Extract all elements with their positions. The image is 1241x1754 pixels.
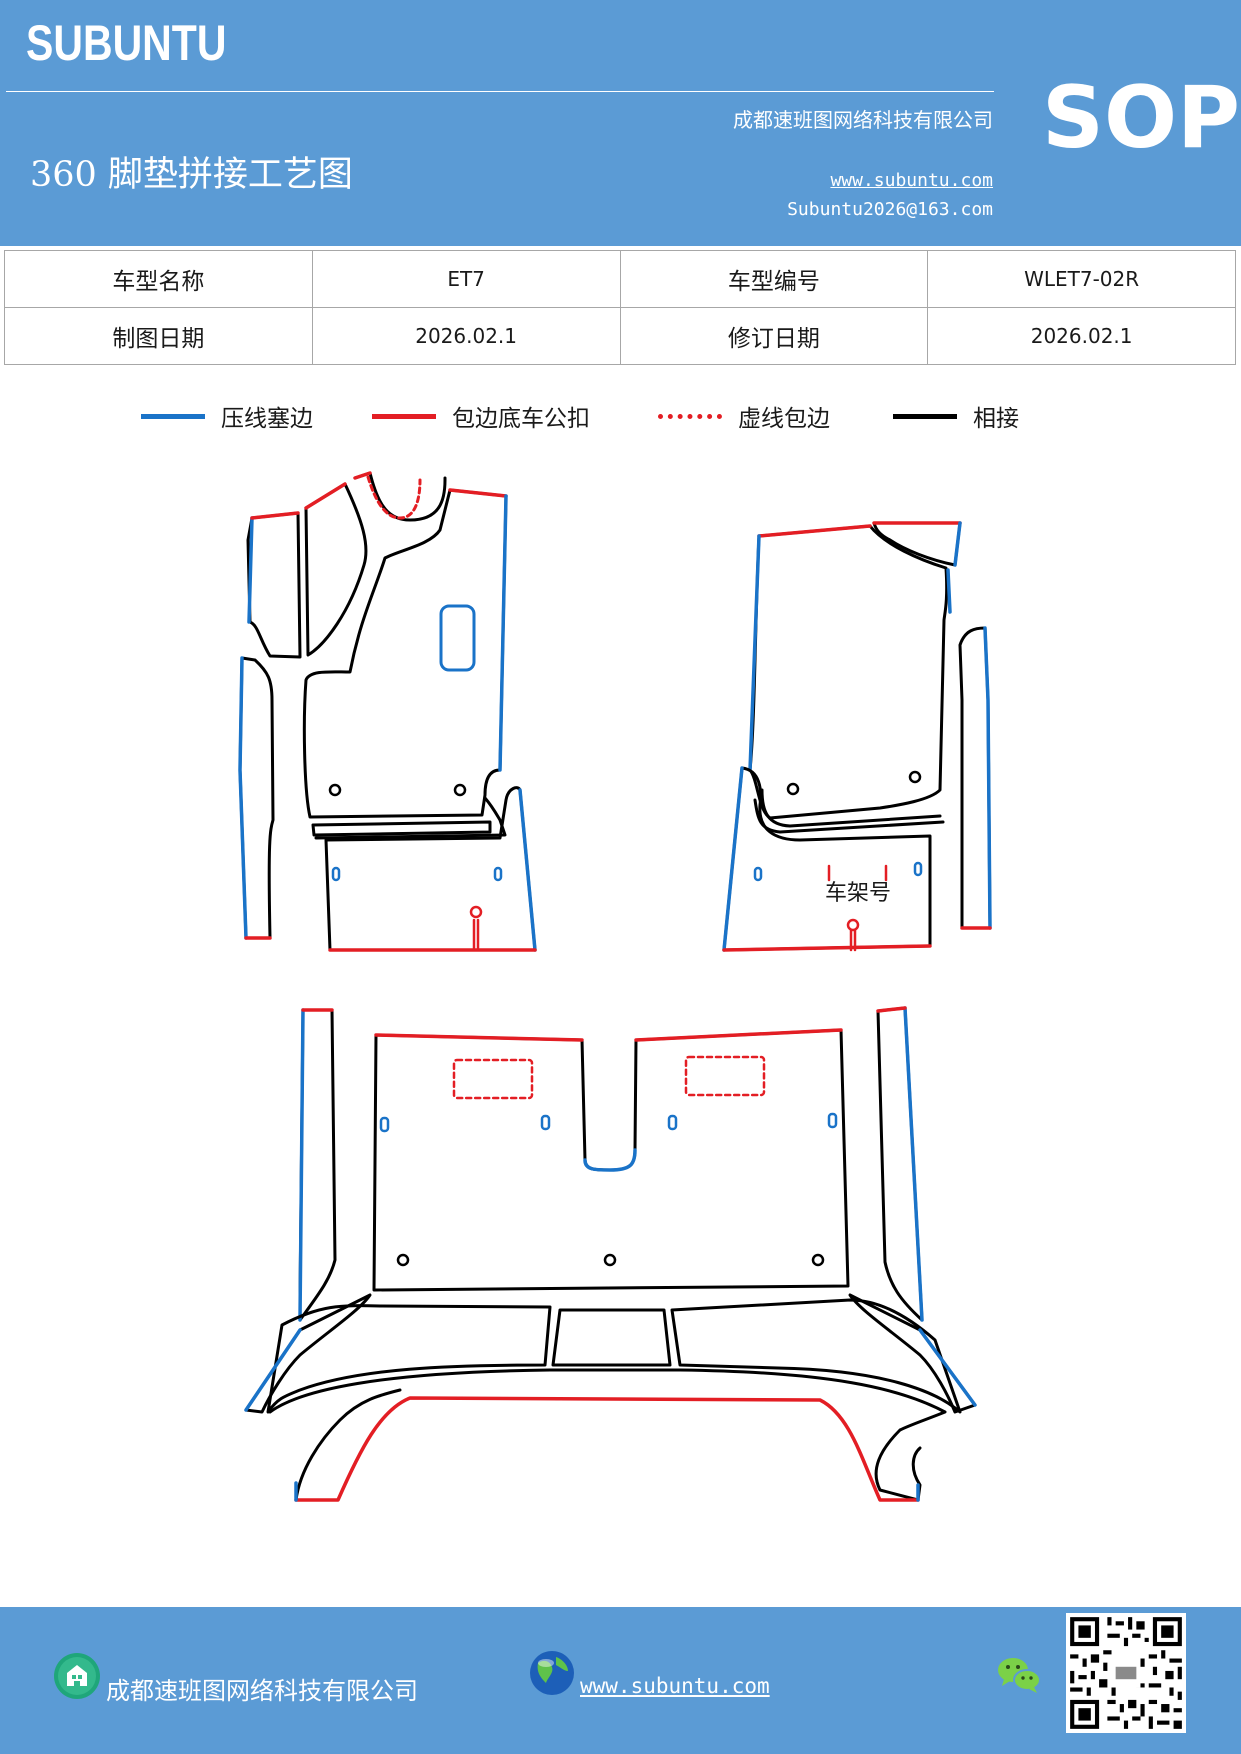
legend-label: 包边底车公扣 bbox=[452, 406, 590, 432]
legend-swatch-red bbox=[372, 413, 436, 419]
footer-banner: 成都速班图网络科技有限公司 www.subuntu.com bbox=[0, 1607, 1241, 1754]
legend-item: 虚线包边 bbox=[658, 396, 830, 436]
building-icon bbox=[54, 1653, 100, 1699]
legend-label: 虚线包边 bbox=[738, 406, 830, 432]
header-company: 成都速班图网络科技有限公司 bbox=[733, 108, 993, 132]
wechat-icon bbox=[998, 1658, 1041, 1693]
table-cell: 车型编号 bbox=[619, 250, 929, 308]
sop-badge: SOP bbox=[1042, 68, 1241, 168]
legend: 压线塞边 包边底车公扣 虚线包边 相接 bbox=[0, 396, 1241, 436]
table-cell: ET7 bbox=[311, 250, 621, 308]
passenger-mat-group bbox=[722, 521, 992, 952]
table-cell: 车型名称 bbox=[4, 250, 313, 308]
table-cell: 2026.02.1 bbox=[927, 307, 1236, 365]
legend-swatch-blue bbox=[141, 413, 205, 419]
table-row: 制图日期 2026.02.1 修订日期 2026.02.1 bbox=[4, 307, 1236, 365]
legend-label: 相接 bbox=[973, 406, 1019, 432]
globe-icon bbox=[530, 1651, 574, 1695]
header-website-link[interactable]: www.subuntu.com bbox=[830, 170, 993, 191]
table-cell: WLET7-02R bbox=[927, 250, 1236, 308]
table-cell: 2026.02.1 bbox=[311, 307, 621, 365]
header-email: Subuntu2026@163.com bbox=[787, 199, 993, 220]
legend-swatch-black bbox=[893, 413, 957, 419]
footer-website-link[interactable]: www.subuntu.com bbox=[580, 1674, 770, 1698]
footer-company: 成都速班图网络科技有限公司 bbox=[106, 1677, 418, 1705]
qr-code bbox=[1066, 1613, 1186, 1733]
rear-mat-group bbox=[244, 1006, 977, 1502]
legend-label: 压线塞边 bbox=[221, 406, 313, 432]
table-row: 车型名称 ET7 车型编号 WLET7-02R bbox=[4, 250, 1236, 308]
table-cell: 制图日期 bbox=[4, 307, 313, 365]
legend-item: 相接 bbox=[893, 396, 1019, 436]
floor-mat-diagram: 车架号 bbox=[238, 471, 992, 1502]
page-title: 360 脚垫拼接工艺图 bbox=[30, 155, 353, 195]
frame-number-label: 车架号 bbox=[825, 880, 891, 905]
vehicle-info-table: 车型名称 ET7 车型编号 WLET7-02R 制图日期 2026.02.1 修… bbox=[4, 250, 1236, 365]
legend-item: 包边底车公扣 bbox=[372, 396, 590, 436]
driver-mat-group bbox=[238, 471, 537, 952]
legend-item: 压线塞边 bbox=[141, 396, 313, 436]
table-cell: 修订日期 bbox=[619, 307, 929, 365]
header-banner: SUBUNTU 成都速班图网络科技有限公司 360 脚垫拼接工艺图 www.su… bbox=[0, 0, 1241, 246]
brand-logo: SUBUNTU bbox=[26, 15, 227, 71]
legend-swatch-red-dotted bbox=[658, 413, 722, 419]
header-divider bbox=[6, 91, 994, 92]
